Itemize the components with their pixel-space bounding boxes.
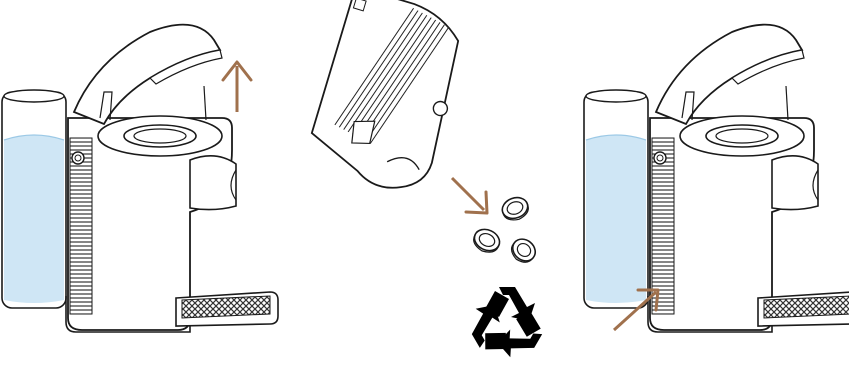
capsule-icon <box>507 235 540 267</box>
recycling-icon <box>462 287 549 365</box>
capsule-container <box>278 0 495 204</box>
capsule-icon <box>499 194 531 224</box>
capsule-icon <box>470 225 503 256</box>
arrow-down-right-icon <box>452 178 487 213</box>
arrow-up-icon <box>223 62 251 112</box>
machine-reinsert <box>584 25 849 332</box>
